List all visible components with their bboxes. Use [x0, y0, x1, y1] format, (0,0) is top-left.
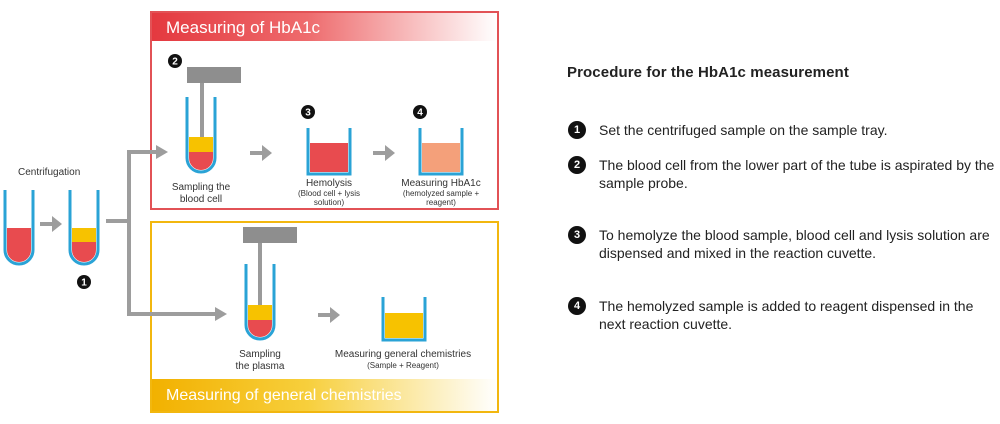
step-1-text: Set the centrifuged sample on the sample…: [599, 122, 888, 138]
step-number-3: 3: [301, 105, 315, 119]
svg-text:3: 3: [305, 108, 311, 119]
arrow-to-hemolysis: [250, 145, 272, 161]
cuvette-hba1c-measuring: [418, 128, 464, 176]
cuvette-general-measuring: [381, 297, 427, 342]
step-3-bullet: 3: [568, 226, 586, 244]
cuvette-hemolysis: [306, 128, 352, 176]
measuring-hba1c-label-2: (hemolyzed sample +: [403, 189, 480, 198]
step-2-bullet: 2: [568, 156, 586, 174]
step-number-2: 2: [168, 54, 182, 68]
sampling-blood-cell-label-2: blood cell: [180, 194, 222, 205]
step-4-text: The hemolyzed sample is added to reagent…: [599, 298, 974, 332]
centrifugation-label: Centrifugation: [18, 167, 80, 178]
procedure-title: Procedure for the HbA1c measurement: [567, 64, 849, 81]
sampling-plasma-label-2: the plasma: [236, 361, 285, 372]
sample-probe-general: [243, 227, 297, 323]
measuring-hba1c-label: Measuring HbA1c: [401, 178, 480, 189]
step-1-bullet: 1: [568, 121, 586, 139]
hemolysis-label-3: solution): [314, 198, 345, 207]
arrow-to-hba1c-measure: [373, 145, 395, 161]
step-number-1: 1: [77, 275, 91, 289]
arrow-to-general-measure: [318, 307, 340, 323]
procedure-panel: Procedure for the HbA1c measurement 1 Se…: [567, 64, 995, 333]
hemolysis-label: Hemolysis: [306, 178, 352, 189]
tube-sampling-plasma: [244, 264, 276, 341]
procedure-step-2: 2 The blood cell from the lower part of …: [567, 156, 995, 192]
hba1c-panel: Measuring of HbA1c: [150, 11, 499, 210]
hba1c-panel-title: Measuring of HbA1c: [166, 18, 321, 37]
step-2-text: The blood cell from the lower part of th…: [599, 157, 995, 191]
measurement-diagram: Measuring of HbA1c Measuring of general …: [3, 11, 499, 413]
svg-text:1: 1: [81, 278, 87, 289]
arrow-centrifuge: [40, 216, 62, 232]
procedure-step-3: 3 To hemolyze the blood sample, blood ce…: [567, 226, 995, 262]
procedure-step-4: 4 The hemolyzed sample is added to reage…: [567, 297, 995, 333]
svg-text:2: 2: [172, 57, 178, 68]
general-panel-title: Measuring of general chemistries: [166, 387, 402, 404]
hemolysis-label-2: (Blood cell + lysis: [298, 189, 360, 198]
measuring-general-label-2: (Sample + Reagent): [367, 361, 439, 370]
tube-before-centrifugation: [3, 190, 35, 266]
tube-after-centrifugation: [68, 190, 100, 266]
step-3-text: To hemolyze the blood sample, blood cell…: [599, 227, 990, 261]
step-number-4: 4: [413, 105, 427, 119]
split-connector: [106, 145, 227, 321]
sample-probe-hba1c: [187, 67, 241, 150]
measuring-hba1c-label-3: reagent): [426, 198, 456, 207]
measuring-general-label: Measuring general chemistries: [335, 349, 471, 360]
svg-text:4: 4: [417, 108, 423, 119]
tube-sampling-blood-cell: [185, 97, 217, 174]
general-panel: Measuring of general chemistries: [150, 221, 499, 413]
procedure-step-1: 1 Set the centrifuged sample on the samp…: [567, 121, 995, 139]
sampling-plasma-label: Sampling: [239, 349, 281, 360]
step-4-bullet: 4: [568, 297, 586, 315]
sampling-blood-cell-label: Sampling the: [172, 182, 231, 193]
